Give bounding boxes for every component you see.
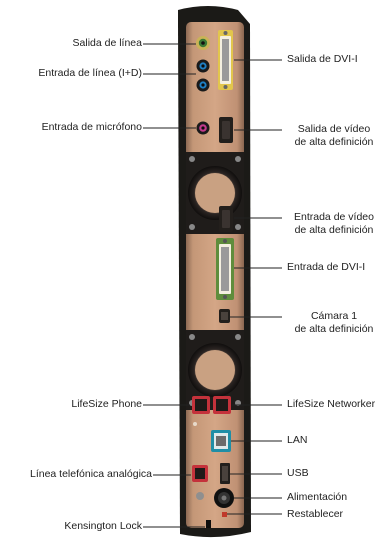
kensington-slot — [206, 520, 211, 528]
label-lan: LAN — [287, 434, 308, 446]
device-back-panel — [186, 22, 244, 528]
label-camera-line2: de alta definición — [294, 323, 374, 335]
label-mic-in: Entrada de micrófono — [41, 121, 142, 133]
label-dvi-out: Salida de DVI-I — [287, 53, 358, 65]
hd-video-out-port — [219, 117, 233, 143]
label-lifesize-phone: LifeSize Phone — [71, 398, 142, 410]
line-out-jack — [196, 36, 210, 50]
line-in-right-jack — [196, 78, 210, 92]
label-line-in: Entrada de línea (I+D) — [38, 67, 142, 79]
label-hd-video-in-line1: Entrada de vídeo — [294, 211, 374, 223]
dvi-out-port — [218, 30, 233, 90]
lifesize-phone-port — [192, 396, 210, 414]
usb-port — [220, 463, 230, 484]
label-power: Alimentación — [287, 491, 348, 503]
mic-jack — [196, 121, 210, 135]
dvi-in-port — [216, 238, 234, 300]
phone-indicator — [193, 422, 197, 426]
label-line-out: Salida de línea — [72, 37, 142, 49]
analog-phone-port — [192, 465, 208, 482]
leader-lines-left — [143, 43, 205, 528]
ground-screw — [196, 492, 204, 500]
label-camera: Cámara 1 de alta definición — [283, 310, 385, 336]
label-hd-video-in-line2: de alta definición — [294, 224, 374, 236]
label-kensington-lock: Kensington Lock — [64, 520, 142, 532]
label-reset: Restablecer — [287, 508, 344, 520]
camera-port — [219, 309, 230, 323]
label-hd-video-in: Entrada de vídeo de alta definición — [283, 211, 385, 237]
lan-port — [211, 430, 231, 452]
reset-button — [222, 512, 227, 517]
label-hd-video-out-line1: Salida de vídeo — [297, 123, 371, 135]
label-camera-line1: Cámara 1 — [310, 310, 358, 322]
label-analog-phone: Línea telefónica analógica — [29, 468, 152, 480]
label-hd-video-out-line2: de alta definición — [294, 136, 374, 148]
lifesize-networker-port — [213, 396, 231, 414]
leader-lines-right — [227, 59, 282, 515]
fan-grille-top — [186, 152, 244, 234]
line-in-left-jack — [196, 59, 210, 73]
label-usb: USB — [287, 467, 309, 479]
label-lifesize-networker: LifeSize Networker — [287, 398, 376, 410]
power-connector — [214, 488, 234, 508]
label-hd-video-out: Salida de vídeo de alta definición — [283, 123, 385, 149]
hd-video-in-port — [219, 206, 233, 232]
label-dvi-in: Entrada de DVI-I — [287, 261, 366, 273]
